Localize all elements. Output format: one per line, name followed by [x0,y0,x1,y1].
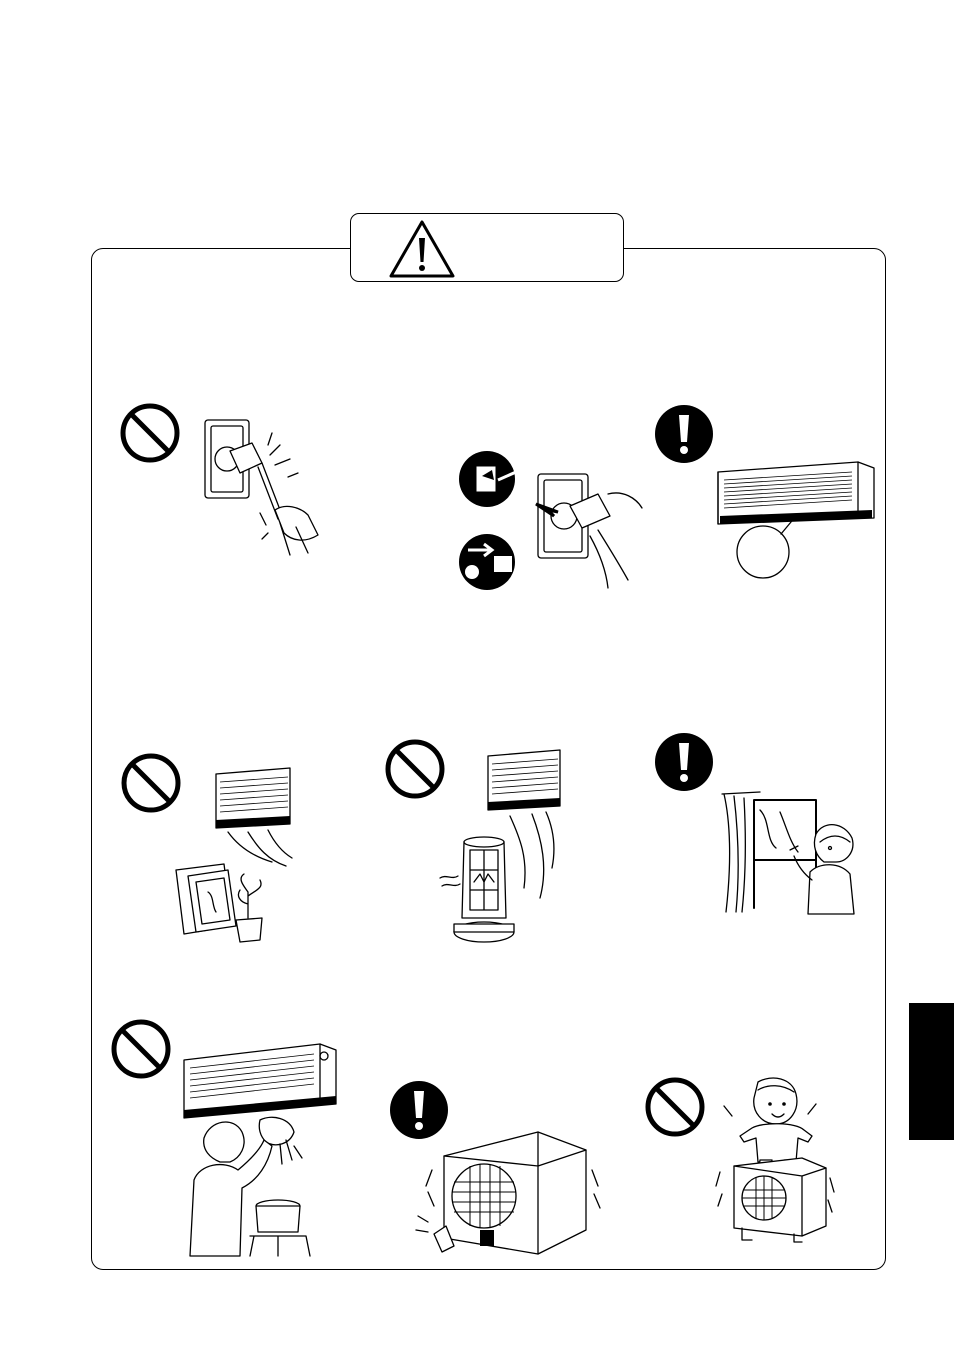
section-side-tab [909,1003,954,1140]
washing-unit-illustration [180,1040,342,1256]
prohibition-icon [119,402,181,464]
indoor-unit-illustration [716,458,878,580]
outdoor-unit-illustration [414,1130,604,1256]
warning-triangle-icon [387,218,457,280]
airflow-objects-illustration [168,766,296,944]
caution-header [350,213,624,282]
airflow-heater-illustration [436,748,566,944]
opening-window-illustration [720,790,858,916]
mandatory-icon [654,404,714,464]
pulling-plug-illustration [200,415,335,555]
child-on-unit-illustration [712,1076,836,1244]
switch-off-unplug-illustration [458,450,648,590]
prohibition-icon [110,1018,172,1080]
mandatory-icon [654,732,714,792]
prohibition-icon [644,1076,706,1138]
